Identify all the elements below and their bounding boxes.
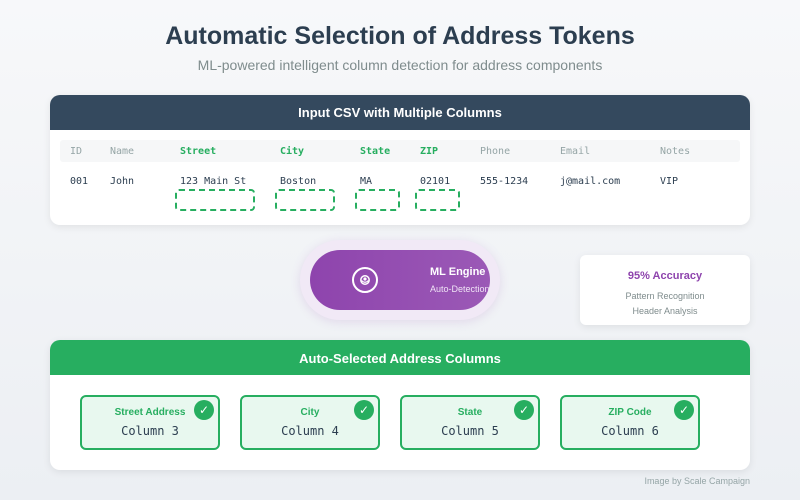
- city-selection-highlight: [275, 189, 335, 211]
- csv-header-state: State: [360, 146, 391, 157]
- checkmark-icon: ✓: [194, 400, 214, 420]
- city-column-box: City Column 4 ✓: [240, 395, 380, 450]
- csv-header-zip: ZIP: [420, 146, 439, 157]
- csv-header-id: ID: [70, 146, 83, 157]
- csv-cell-email: j@mail.com: [560, 176, 621, 187]
- csv-header-phone: Phone: [480, 146, 511, 157]
- checkmark-icon: ✓: [514, 400, 534, 420]
- csv-cell-name: John: [110, 176, 135, 187]
- street-address-column-box: Street Address Column 3 ✓: [80, 395, 220, 450]
- image-credit: Image by Scale Campaign: [644, 476, 750, 486]
- csv-cell-zip: 02101: [420, 176, 451, 187]
- csv-header-city: City: [280, 146, 305, 157]
- csv-header-name: Name: [110, 146, 135, 157]
- csv-header-street: Street: [180, 146, 217, 157]
- page-title: Automatic Selection of Address Tokens: [165, 22, 635, 50]
- zip-selection-highlight: [415, 189, 460, 211]
- accuracy-card: 95% Accuracy Pattern Recognition Header …: [580, 255, 750, 325]
- accuracy-title: 95% Accuracy: [627, 270, 703, 282]
- column-label: ZIP Code: [608, 407, 652, 418]
- input-csv-card: Input CSV with Multiple Columns ID Name …: [50, 95, 750, 225]
- csv-cell-state: MA: [360, 176, 373, 187]
- checkmark-icon: ✓: [354, 400, 374, 420]
- csv-cell-notes: VIP: [660, 176, 679, 187]
- column-index: Column 4: [281, 424, 339, 438]
- csv-cell-city: Boston: [280, 176, 317, 187]
- street-selection-highlight: [175, 189, 255, 211]
- output-columns-header: Auto-Selected Address Columns: [50, 340, 750, 375]
- csv-header-email: Email: [560, 146, 591, 157]
- zip-code-column-box: ZIP Code Column 6 ✓: [560, 395, 700, 450]
- column-index: Column 6: [601, 424, 659, 438]
- input-csv-header: Input CSV with Multiple Columns: [50, 95, 750, 130]
- page-subtitle: ML-powered intelligent column detection …: [197, 57, 603, 73]
- csv-cell-street: 123 Main St: [180, 176, 247, 187]
- column-label: State: [457, 407, 483, 418]
- accuracy-method-pattern: Pattern Recognition: [625, 291, 705, 301]
- state-selection-highlight: [355, 189, 400, 211]
- column-index: Column 5: [441, 424, 499, 438]
- csv-cell-phone: 555-1234: [480, 176, 529, 187]
- accuracy-method-header: Header Analysis: [632, 306, 698, 316]
- output-columns-card: Auto-Selected Address Columns Street Add…: [50, 340, 750, 470]
- csv-header-notes: Notes: [660, 146, 691, 157]
- state-column-box: State Column 5 ✓: [400, 395, 540, 450]
- csv-header-row: [60, 140, 740, 162]
- column-label: City: [300, 407, 320, 418]
- ml-engine-title: ML Engine: [430, 266, 486, 278]
- brain-icon: [352, 267, 378, 293]
- csv-cell-id: 001: [70, 176, 89, 187]
- column-index: Column 3: [121, 424, 179, 438]
- checkmark-icon: ✓: [674, 400, 694, 420]
- ml-engine-node: ML Engine Auto-Detection: [310, 250, 490, 310]
- ml-engine-subtitle: Auto-Detection: [430, 284, 490, 294]
- column-label: Street Address: [114, 407, 186, 418]
